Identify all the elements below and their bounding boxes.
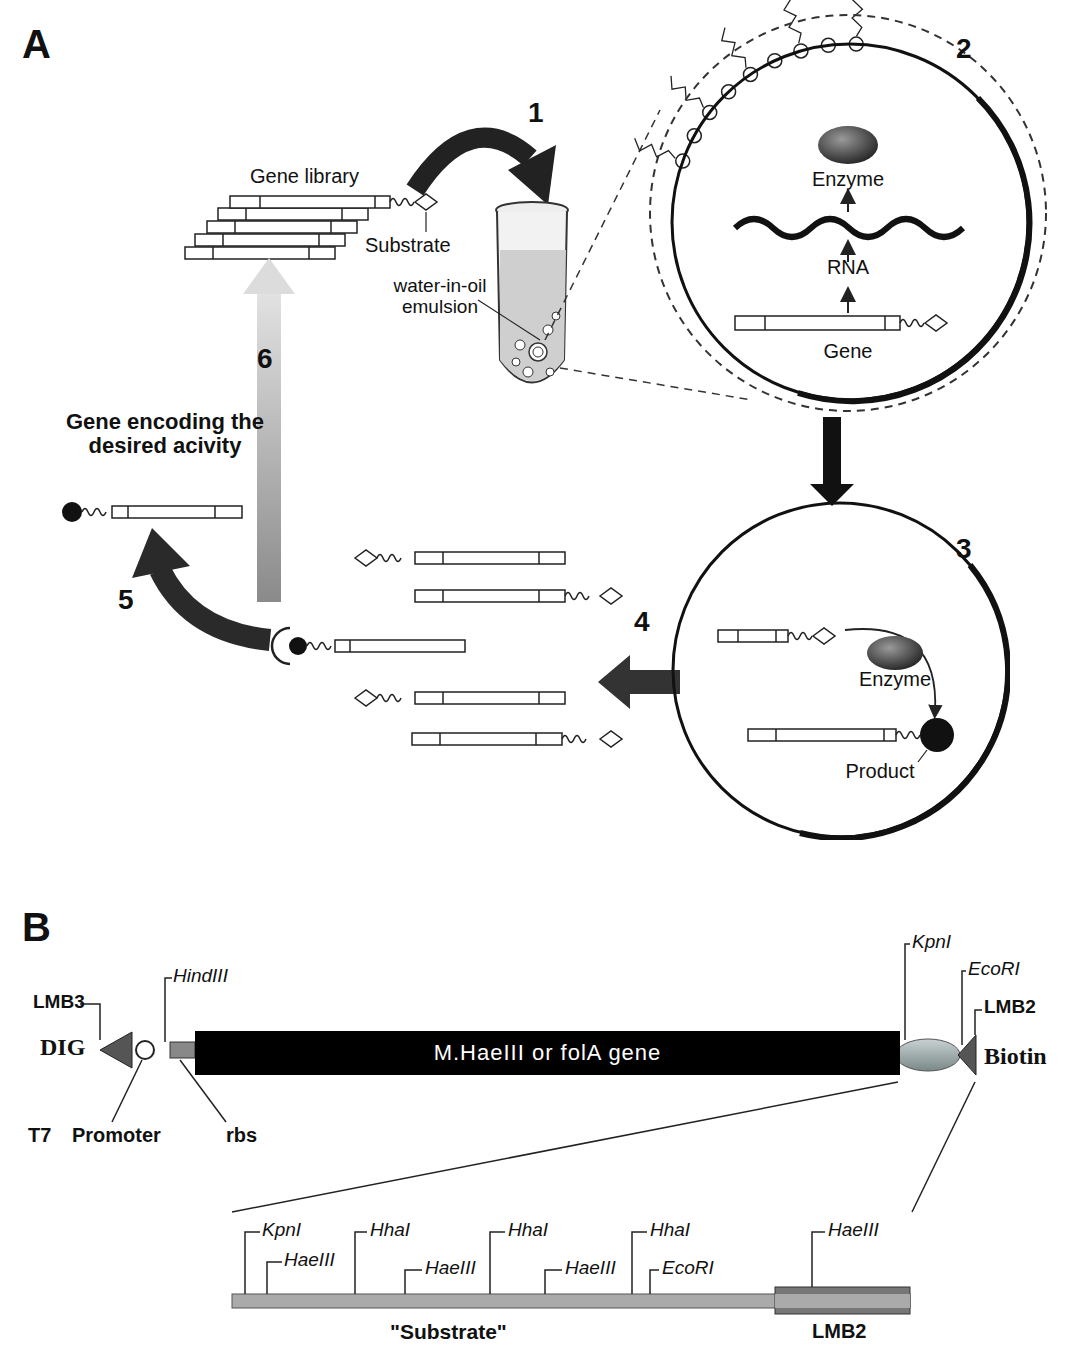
gene-construct (735, 315, 947, 331)
callout-number: 5 (118, 585, 134, 616)
process-arrow (160, 570, 270, 640)
text-label: T7 (28, 1124, 51, 1146)
arrow-head (508, 145, 556, 205)
zoom-line (545, 110, 660, 340)
text-label: HaeIII (284, 1250, 335, 1271)
callout-number: 2 (956, 34, 972, 65)
flow-arrow (810, 417, 854, 506)
text-label: HhaI (650, 1220, 690, 1241)
arrow-head (132, 528, 190, 578)
text-label: KpnI (912, 932, 951, 953)
rna-strand (735, 219, 963, 237)
text-label: LMB2 (812, 1320, 866, 1342)
callout-number: B (22, 905, 51, 949)
gene-band: M.HaeIII or folA gene (195, 1031, 900, 1075)
callout-number: A (22, 22, 51, 66)
zoom-line (560, 368, 752, 400)
text-label: EcoRI (662, 1258, 714, 1279)
process-arrow (257, 292, 281, 602)
text-label: HaeIII (828, 1220, 879, 1241)
callout-number: 3 (956, 534, 972, 565)
text-label: HhaI (370, 1220, 410, 1241)
droplet-circle: EnzymeRNA Gene (648, 13, 1048, 413)
gene-construct (748, 729, 920, 741)
text-label: DIG (40, 1034, 85, 1060)
text-label: KpnI (262, 1220, 301, 1241)
process-arrow (415, 138, 530, 190)
text-label: water-in-oil emulsion (385, 276, 495, 318)
gene-construct (718, 628, 835, 644)
text-label: LMB3 (33, 992, 85, 1013)
arrow-head (243, 258, 295, 294)
text-label: HaeIII (425, 1258, 476, 1279)
text-label: HhaI (508, 1220, 548, 1241)
emulsion-tube (478, 202, 568, 383)
process-arrow (598, 655, 680, 709)
text-label: HaeIII (565, 1258, 616, 1279)
enzyme-symbol (818, 126, 878, 164)
node-text: Enzyme (748, 168, 948, 190)
node-text: RNA (748, 256, 948, 278)
text-label: "Substrate" (390, 1320, 507, 1343)
node-text: Enzyme (795, 668, 995, 690)
node-text: Gene (748, 340, 948, 362)
product-dot (920, 718, 954, 752)
callout-number: 4 (634, 607, 650, 638)
text-label: HindIII (173, 966, 228, 987)
text-label: Gene encoding the desired acivity (30, 410, 300, 458)
text-label: Gene library (250, 165, 359, 187)
text-label: LMB2 (984, 997, 1036, 1018)
enzyme-symbol (867, 636, 923, 670)
selected-gene (62, 502, 242, 522)
text-label: Promoter (72, 1124, 161, 1146)
text-label: Substrate (365, 234, 451, 256)
node-text: M.HaeIII or folA gene (434, 1041, 662, 1065)
node-text: Product (780, 760, 980, 782)
gene-construct (80, 944, 982, 1314)
gene-pool (272, 550, 622, 747)
callout-number: 6 (257, 344, 273, 375)
text-label: EcoRI (968, 959, 1020, 980)
callout-number: 1 (528, 98, 544, 129)
text-label: Biotin (984, 1043, 1047, 1069)
text-label: rbs (226, 1124, 257, 1146)
